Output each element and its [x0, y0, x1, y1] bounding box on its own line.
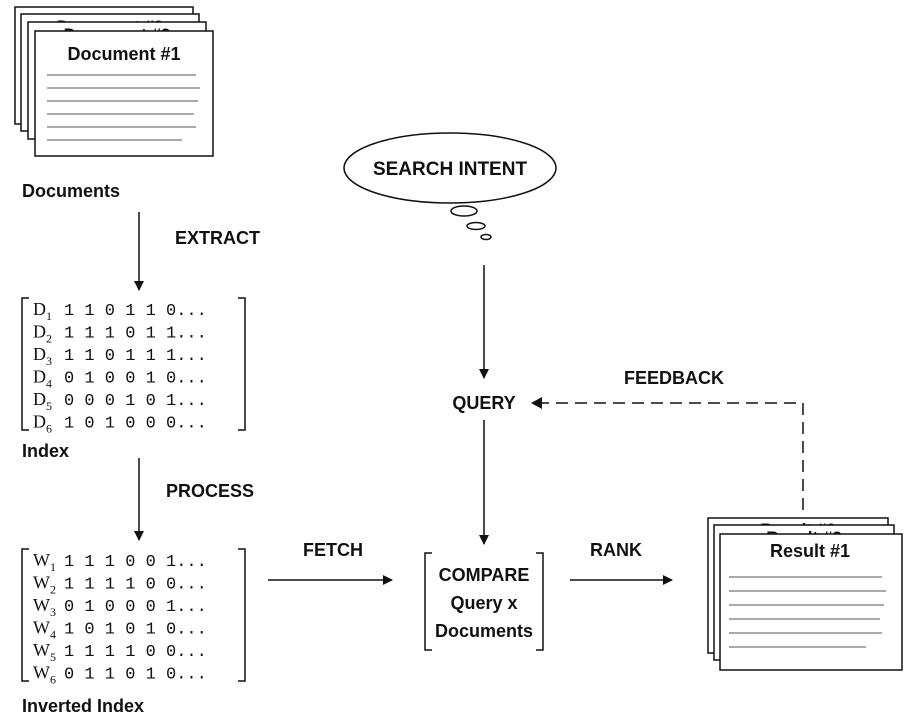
inverted-index-row: W1 1 1 1 0 0 1...	[33, 550, 207, 574]
rank-label: RANK	[590, 540, 642, 560]
compare-left-bracket	[424, 552, 432, 651]
index-row-values: 1 1 0 1 1 1...	[64, 347, 207, 366]
index-right-bracket	[238, 297, 246, 431]
feedback-label: FEEDBACK	[624, 368, 724, 388]
inverted-index-row: W5 1 1 1 1 0 0...	[33, 640, 207, 664]
index-row-label: D6	[33, 412, 52, 436]
compare-documents-text: Documents	[435, 621, 533, 641]
inverted-index-row: W3 0 1 0 0 0 1...	[33, 595, 207, 619]
search-intent-bubble: SEARCH INTENT	[343, 132, 557, 241]
index-row-label: D5	[33, 389, 52, 413]
index-row: D1 1 1 0 1 1 0...	[33, 299, 207, 323]
process-label: PROCESS	[166, 481, 254, 501]
compare-box: COMPARE Query x Documents	[424, 552, 544, 651]
document-1-title: Document #1	[67, 44, 180, 64]
index-row-values: 0 1 0 0 1 0...	[64, 370, 207, 389]
inverted-index-row-label: W4	[33, 618, 56, 642]
thought-dot-small	[480, 233, 492, 241]
index-row-label: D3	[33, 344, 52, 368]
inverted-index-row-values: 1 1 1 1 0 0...	[64, 576, 207, 595]
index-row: D4 0 1 0 0 1 0...	[33, 367, 207, 391]
index-row-values: 1 0 1 0 0 0...	[64, 415, 207, 434]
index-row: D3 1 1 0 1 1 1...	[33, 344, 207, 368]
result-1-title: Result #1	[770, 541, 850, 561]
document-stack: Document #4 Document #3 Document #2 Docu…	[14, 6, 214, 157]
inverted-index-right-bracket	[238, 548, 246, 682]
document-page-1: Document #1	[34, 30, 214, 157]
fetch-label: FETCH	[303, 540, 363, 560]
extract-label: EXTRACT	[175, 228, 260, 248]
index-left-bracket	[21, 297, 29, 431]
inverted-index-left-bracket	[21, 548, 29, 682]
feedback-arrow	[531, 402, 804, 510]
index-row-label: D1	[33, 299, 52, 323]
result-page-1: Result #1	[719, 533, 903, 671]
index-row-values: 1 1 0 1 1 0...	[64, 302, 207, 321]
index-row: D5 0 0 0 1 0 1...	[33, 389, 207, 413]
compare-right-bracket	[536, 552, 544, 651]
index-row-label: D4	[33, 367, 52, 391]
search-intent-label: SEARCH INTENT	[373, 159, 528, 180]
inverted-index-row-values: 0 1 0 0 0 1...	[64, 598, 207, 617]
document-1-text-lines	[47, 74, 200, 141]
inverted-index-row-label: W5	[33, 640, 56, 664]
inverted-index-row-values: 0 1 1 0 1 0...	[64, 666, 207, 685]
inverted-index-row-label: W1	[33, 550, 56, 574]
index-row: D6 1 0 1 0 0 0...	[33, 412, 207, 436]
index-row-values: 1 1 1 0 1 1...	[64, 325, 207, 344]
compare-query-text: Query x	[450, 593, 517, 613]
result-1-text-lines	[729, 576, 886, 648]
inverted-index-row: W6 0 1 1 0 1 0...	[33, 663, 207, 687]
index-matrix: D1 1 1 0 1 1 0... D2 1 1 1 0 1 1... D3 1 1 0 …	[21, 297, 246, 436]
thought-dot-medium	[466, 221, 486, 231]
inverted-index-row-values: 1 1 1 1 0 0...	[64, 643, 207, 662]
result-stack: Result #3 Result #2 Result #1	[707, 517, 903, 671]
inverted-index-row: W2 1 1 1 1 0 0...	[33, 573, 207, 597]
query-label: QUERY	[452, 393, 515, 413]
documents-caption: Documents	[22, 181, 120, 201]
inverted-index-row-label: W2	[33, 573, 56, 597]
inverted-index-row: W4 1 0 1 0 1 0...	[33, 618, 207, 642]
inverted-index-row-values: 1 0 1 0 1 0...	[64, 621, 207, 640]
index-caption: Index	[22, 441, 69, 461]
inverted-index-row-label: W3	[33, 595, 56, 619]
inverted-index-matrix: W1 1 1 1 0 0 1... W2 1 1 1 1 0 0... W3 0 1 0 …	[21, 548, 246, 687]
index-row-values: 0 0 0 1 0 1...	[64, 392, 207, 411]
index-row-label: D2	[33, 322, 52, 346]
inverted-index-caption: Inverted Index	[22, 696, 144, 716]
index-row: D2 1 1 1 0 1 1...	[33, 322, 207, 346]
thought-dot-large	[450, 205, 478, 217]
feedback-arrowhead	[531, 397, 542, 409]
inverted-index-row-values: 1 1 1 0 0 1...	[64, 553, 207, 572]
inverted-index-row-label: W6	[33, 663, 56, 687]
compare-title: COMPARE	[439, 565, 530, 585]
